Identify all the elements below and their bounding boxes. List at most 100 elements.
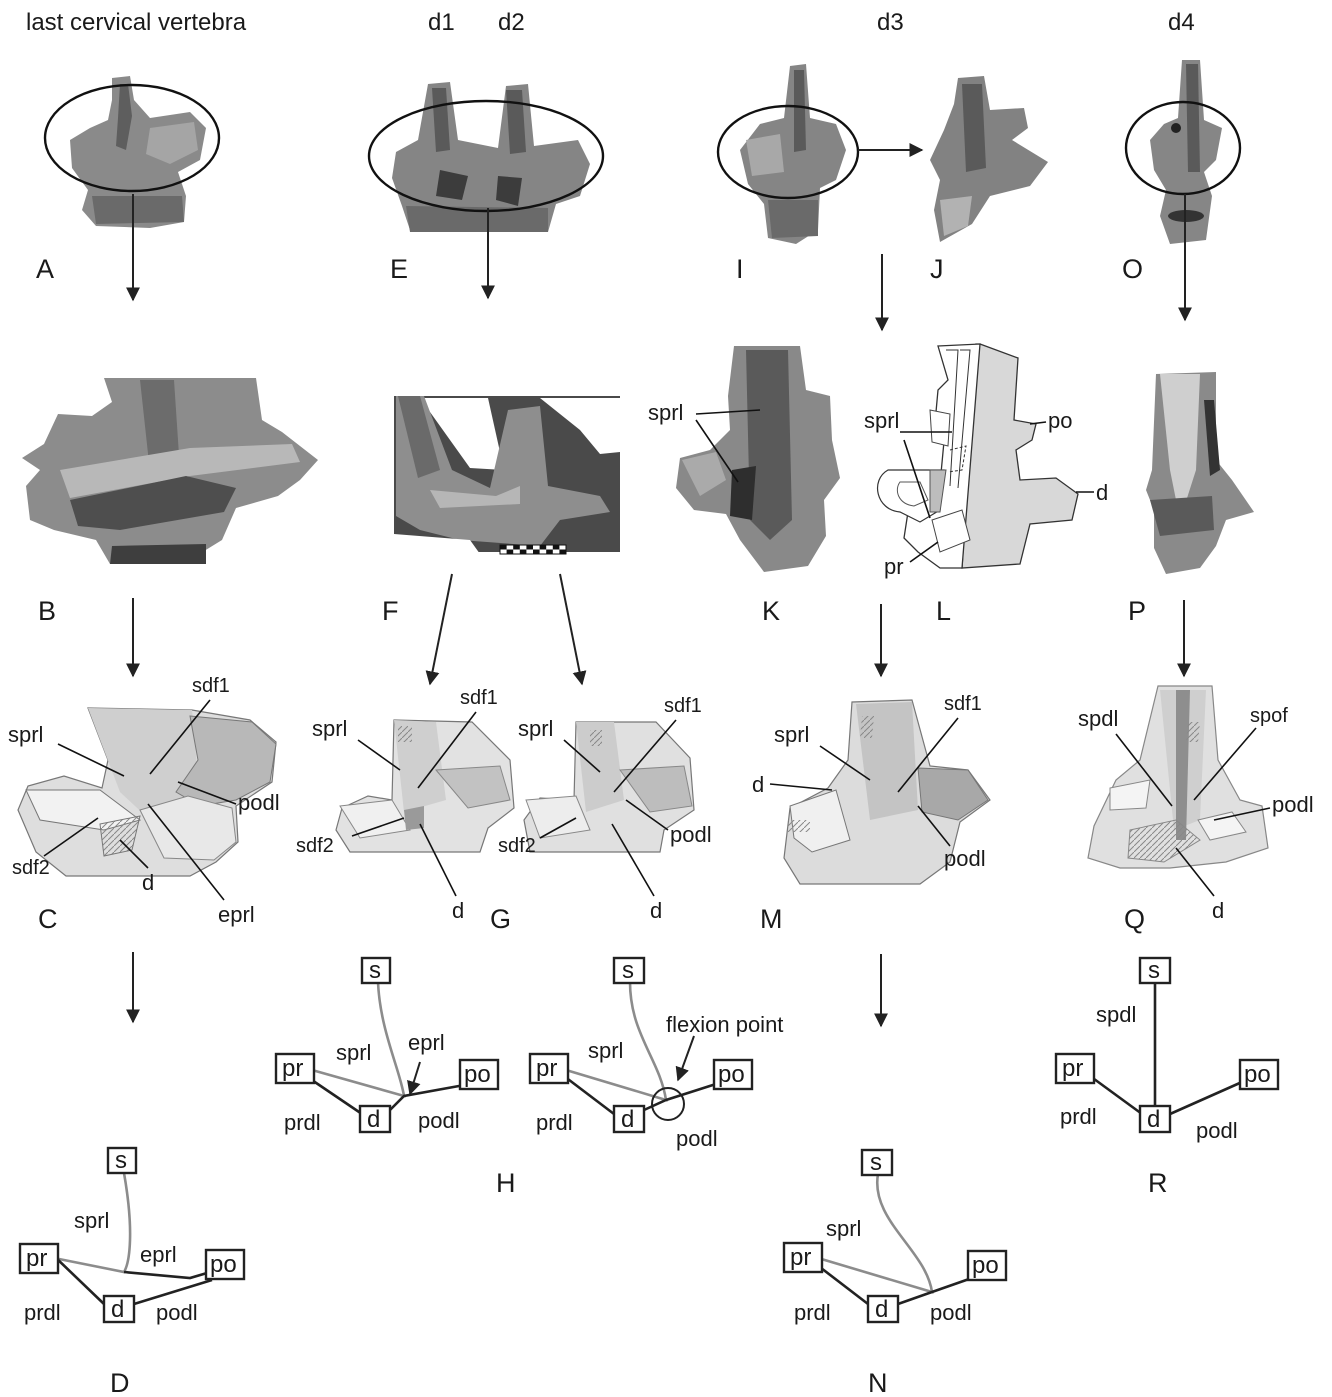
node-r-pr-label: pr [1062, 1055, 1083, 1082]
label-l-pr: pr [884, 554, 904, 579]
label-g1-sprl: sprl [312, 716, 347, 741]
diagram-h-d2 [530, 958, 752, 1132]
panel-label-c: C [38, 904, 58, 934]
label-c-eprl: eprl [218, 902, 255, 927]
label-g1-sdf1: sdf1 [460, 687, 498, 709]
panel-label-e: E [390, 254, 408, 284]
panel-label-f: F [382, 596, 399, 626]
photo-j-d3-detail [930, 76, 1048, 242]
header-last-cervical: last cervical vertebra [26, 9, 247, 36]
node-h2-pr-label: pr [536, 1055, 557, 1082]
node-d-d-label: d [111, 1296, 124, 1323]
panel-label-h: H [496, 1168, 516, 1198]
label-q-spof: spof [1250, 705, 1288, 727]
label-l-po: po [1048, 408, 1072, 433]
diagram-n [784, 1150, 1006, 1322]
label-r-prdl: prdl [1060, 1104, 1097, 1129]
label-g1-sdf2: sdf2 [296, 835, 334, 857]
label-g2-d: d [650, 898, 662, 923]
panel-label-q: Q [1124, 904, 1145, 934]
label-g2-sprl: sprl [518, 716, 553, 741]
label-q-spdl: spdl [1078, 706, 1118, 731]
diagram-h-d1 [276, 958, 498, 1132]
photo-f-closeup [394, 396, 620, 554]
arrow-h1-eprl [410, 1062, 420, 1094]
panel-label-a: A [36, 254, 54, 284]
label-h1-sprl: sprl [336, 1040, 371, 1065]
label-l-d: d [1096, 480, 1108, 505]
diagram-d [20, 1148, 244, 1322]
panel-label-r: R [1148, 1168, 1168, 1198]
label-c-sprl: sprl [8, 722, 43, 747]
leader-m-d [770, 784, 832, 790]
node-d-po-label: po [210, 1251, 237, 1278]
node-h1-pr-label: pr [282, 1055, 303, 1082]
node-h2-po-label: po [718, 1061, 745, 1088]
label-g2-podl: podl [670, 822, 712, 847]
label-k-sprl: sprl [648, 400, 683, 425]
node-d-pr-label: pr [26, 1245, 47, 1272]
panel-label-k: K [762, 596, 780, 626]
header-d3: d3 [877, 9, 904, 36]
label-d-eprl: eprl [140, 1242, 177, 1267]
drawing-l-d3-neural-arch [878, 344, 1078, 568]
arrow-f-to-g-left [430, 574, 452, 684]
panel-label-o: O [1122, 254, 1143, 284]
photo-e-d1-d2-vertebrae [392, 82, 590, 232]
scale-bar [500, 545, 566, 554]
node-n-s-label: s [870, 1149, 882, 1176]
node-n-po-label: po [972, 1252, 999, 1279]
node-r-d-label: d [1147, 1106, 1160, 1133]
leader-l-po [1030, 422, 1046, 424]
node-h1-po-label: po [464, 1061, 491, 1088]
label-c-sdf1: sdf1 [192, 675, 230, 697]
header-d4: d4 [1168, 9, 1195, 36]
panel-label-p: P [1128, 596, 1146, 626]
label-g2-sdf1: sdf1 [664, 695, 702, 717]
node-h1-d-label: d [367, 1106, 380, 1133]
label-r-podl: podl [1196, 1118, 1238, 1143]
panel-label-b: B [38, 596, 56, 626]
label-q-d: d [1212, 898, 1224, 923]
label-c-d: d [142, 870, 154, 895]
label-d-sprl: sprl [74, 1208, 109, 1233]
photo-b-closeup [22, 378, 318, 564]
label-flexion-point: flexion point [666, 1012, 783, 1037]
label-h1-prdl: prdl [284, 1110, 321, 1135]
label-n-podl: podl [930, 1300, 972, 1325]
header-d2: d2 [498, 9, 525, 36]
label-h1-podl: podl [418, 1108, 460, 1133]
label-c-sdf2: sdf2 [12, 857, 50, 879]
panel-label-n: N [868, 1368, 888, 1397]
label-h2-podl: podl [676, 1126, 718, 1151]
node-n-d-label: d [875, 1296, 888, 1323]
label-d-podl: podl [156, 1300, 198, 1325]
panel-label-g: G [490, 904, 511, 934]
label-m-sdf1: sdf1 [944, 693, 982, 715]
panel-label-j: J [930, 254, 944, 284]
label-h2-prdl: prdl [536, 1110, 573, 1135]
node-r-po-label: po [1244, 1061, 1271, 1088]
node-h2-d-label: d [621, 1106, 634, 1133]
panel-label-m: M [760, 904, 783, 934]
label-m-sprl: sprl [774, 722, 809, 747]
arrow-flexion-point [678, 1036, 694, 1080]
label-c-podl: podl [238, 790, 280, 815]
photo-i-d3-vertebra [740, 64, 846, 244]
node-n-pr-label: pr [790, 1244, 811, 1271]
label-h1-eprl: eprl [408, 1030, 445, 1055]
node-h1-s-label: s [369, 957, 381, 984]
label-h2-sprl: sprl [588, 1038, 623, 1063]
arrow-f-to-g-right [560, 574, 582, 684]
label-g2-sdf2: sdf2 [498, 835, 536, 857]
label-n-sprl: sprl [826, 1216, 861, 1241]
photo-p-closeup [1146, 372, 1254, 574]
node-h2-s-label: s [622, 957, 634, 984]
panel-label-i: I [736, 254, 744, 284]
label-l-sprl: sprl [864, 408, 899, 433]
label-r-spdl: spdl [1096, 1002, 1136, 1027]
node-d-s-label: s [115, 1147, 127, 1174]
panel-label-l: L [936, 596, 951, 626]
label-n-prdl: prdl [794, 1300, 831, 1325]
